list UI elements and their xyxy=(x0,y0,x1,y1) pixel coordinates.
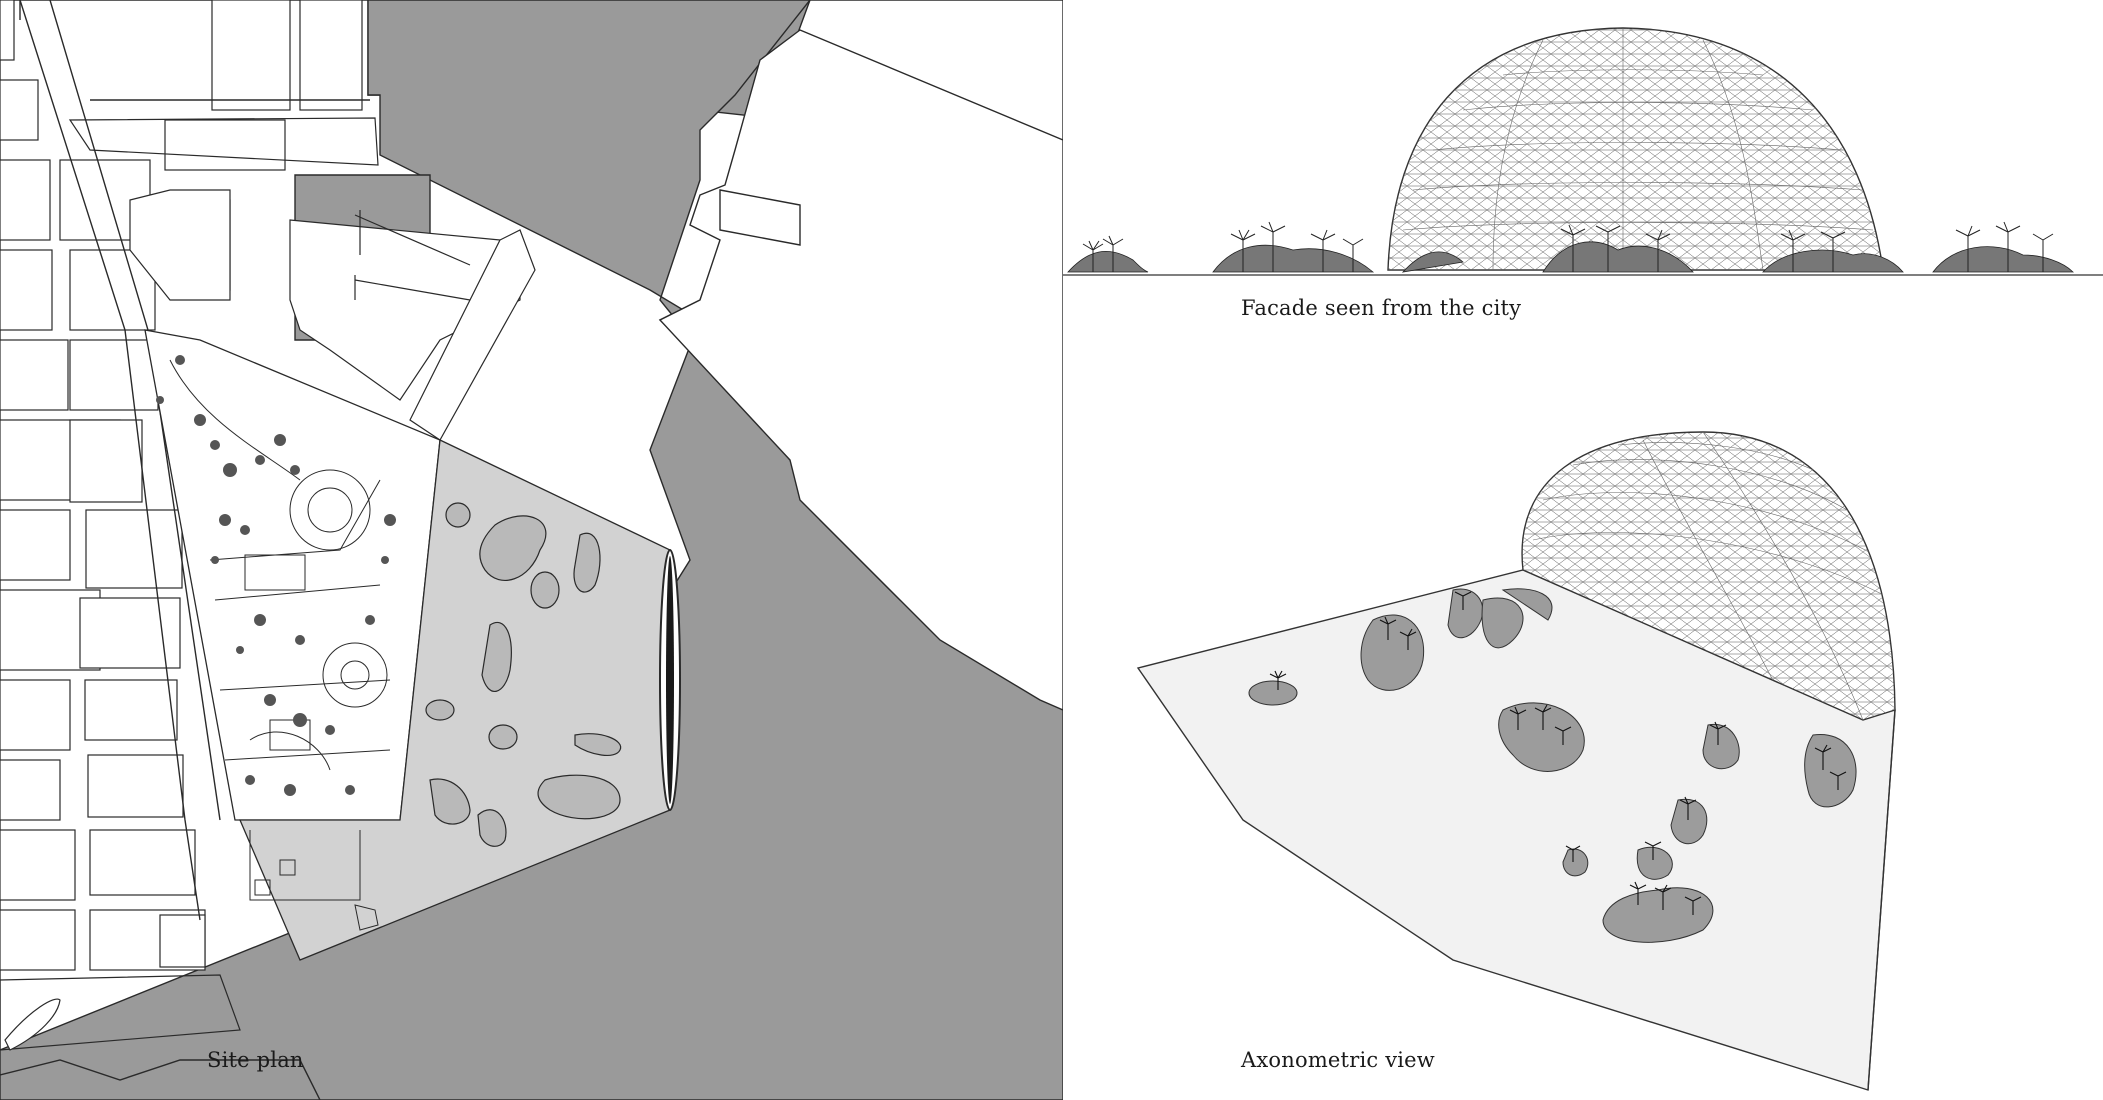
site-plan-drawing xyxy=(0,0,1063,1100)
facade-drawing xyxy=(1063,27,2103,276)
dome-icon xyxy=(1387,27,1884,271)
site-plan-panel: Site plan xyxy=(0,0,1063,1100)
right-drawings xyxy=(1063,27,2103,1091)
park-trees xyxy=(156,355,396,796)
site-plan-caption: Site plan xyxy=(207,1048,304,1072)
axo-islands xyxy=(1248,588,1857,943)
pier xyxy=(658,29,1063,711)
axonometric-caption: Axonometric view xyxy=(1241,1048,1435,1072)
city-blocks xyxy=(0,0,379,971)
axonometric-drawing xyxy=(1136,431,1896,1091)
palm-tree-icon xyxy=(1269,591,1847,915)
plaza-islands xyxy=(425,502,622,847)
drawings-panel: Facade seen from the city Axonometric vi… xyxy=(1063,0,2103,1100)
palm-tree-icon xyxy=(1067,241,2074,273)
facade-caption: Facade seen from the city xyxy=(1241,296,1522,320)
park-paths xyxy=(169,359,391,931)
